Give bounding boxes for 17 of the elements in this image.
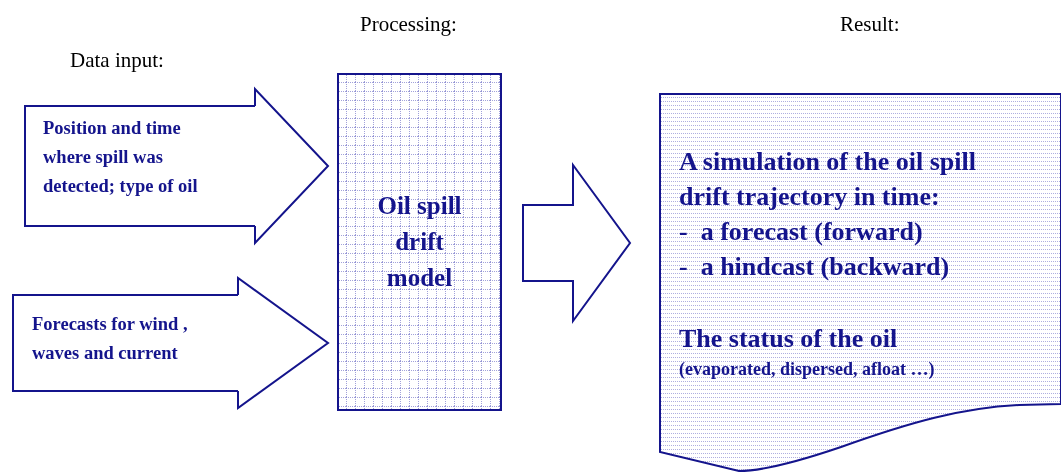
result-text: (evaporated, dispersed, afloat …) bbox=[679, 358, 936, 381]
result-text: A simulation of the oil spill drift trajectory in time: bbox=[679, 146, 977, 213]
result-text: The status of the oil bbox=[679, 323, 899, 355]
result-text: - a hindcast (backward) bbox=[679, 251, 951, 283]
input-text: Position and time where spill was detected; type of oil bbox=[43, 117, 199, 198]
arrow-body bbox=[12, 294, 238, 392]
model-box bbox=[337, 73, 502, 411]
column-heading: Data input: bbox=[70, 48, 164, 73]
column-heading: Result: bbox=[840, 12, 900, 37]
input-text: Forecasts for wind , waves and current bbox=[32, 313, 189, 365]
result-text: - a forecast (forward) bbox=[679, 216, 924, 248]
column-heading: Processing: bbox=[360, 12, 457, 37]
model-label: Oil spill drift model bbox=[376, 191, 463, 293]
result-document bbox=[659, 93, 1061, 472]
arrow-head bbox=[254, 86, 330, 246]
arrow-head bbox=[237, 276, 330, 410]
block-arrow bbox=[522, 161, 632, 325]
